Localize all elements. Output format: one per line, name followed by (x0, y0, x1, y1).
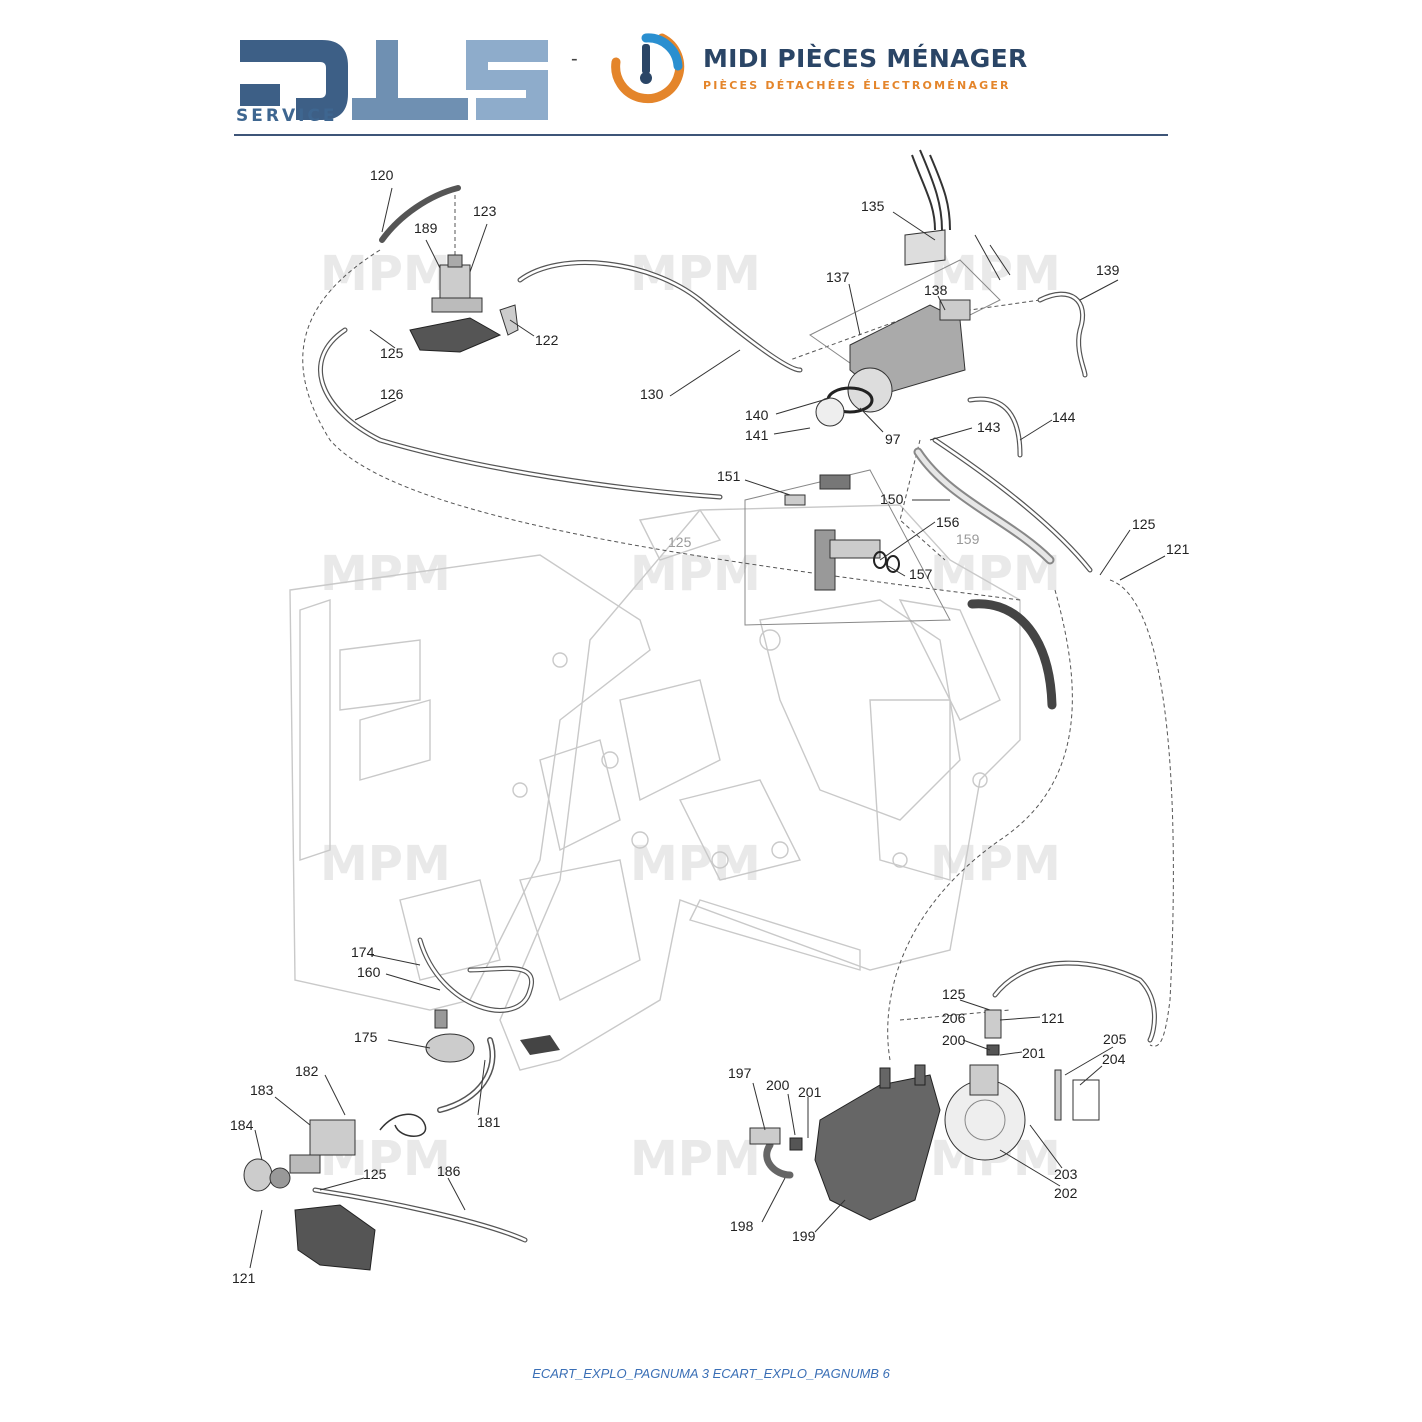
watermark-text: MPM (320, 546, 451, 602)
part-label: 160 (357, 964, 381, 980)
part-label: 121 (1166, 541, 1190, 557)
part-label: 203 (1054, 1166, 1078, 1182)
part-label: 120 (370, 167, 394, 183)
part-label: 141 (745, 427, 769, 443)
part-label: 125 (668, 534, 692, 550)
part-label: 199 (792, 1228, 816, 1244)
flow-meter-151 (744, 469, 951, 626)
part-label: 125 (380, 345, 404, 361)
part-label: 201 (798, 1084, 822, 1100)
part-label: 126 (380, 386, 404, 402)
part-label: 151 (717, 468, 741, 484)
watermark-text: MPM (930, 836, 1061, 892)
brand-separator: - (571, 48, 578, 70)
boiler-199 (814, 1064, 941, 1221)
machine-chassis (289, 504, 1021, 1071)
part-label: 130 (640, 386, 664, 402)
part-label: 137 (826, 269, 850, 285)
part-label: 123 (473, 203, 497, 219)
part-label: 204 (1102, 1051, 1126, 1067)
mpm-brand-title: MIDI PIÈCES MÉNAGER (703, 44, 1028, 73)
part-label: 182 (295, 1063, 319, 1079)
part-label: 150 (880, 491, 904, 507)
part-label: 121 (232, 1270, 256, 1286)
part-label: 184 (230, 1117, 254, 1133)
watermark-text: MPM (630, 1131, 761, 1187)
part-label: 175 (354, 1029, 378, 1045)
part-label: 122 (535, 332, 559, 348)
part-label: 143 (977, 419, 1001, 435)
part-label: 181 (477, 1114, 501, 1130)
drain-cap-184 (243, 1158, 291, 1192)
part-label: 140 (745, 407, 769, 423)
part-label: 189 (414, 220, 438, 236)
watermark-text: MPM (630, 836, 761, 892)
pressure-switch-175 (425, 1009, 560, 1063)
mpm-logo-icon (611, 33, 685, 104)
dls-service-label: SERVICE (236, 106, 338, 126)
watermark-text: MPM (320, 246, 451, 302)
part-label: 198 (730, 1218, 754, 1234)
part-label: 121 (1041, 1010, 1065, 1026)
fittings-197-206 (749, 1009, 1100, 1151)
part-label: 156 (936, 514, 960, 530)
electrical-connector-135 (904, 149, 1011, 321)
solenoid-valve-123 (431, 254, 483, 313)
part-label: 183 (250, 1082, 274, 1098)
part-label: 144 (1052, 409, 1076, 425)
part-label: 200 (942, 1032, 966, 1048)
part-label: 125 (1132, 516, 1156, 532)
hoses (312, 185, 1157, 1243)
part-label: 202 (1054, 1185, 1078, 1201)
part-label: 174 (351, 944, 375, 960)
watermark-text: MPM (320, 836, 451, 892)
valve-183 (289, 1113, 427, 1174)
pump-assembly-137 (809, 259, 1001, 427)
part-label: 201 (1022, 1045, 1046, 1061)
mpm-brand-subtitle: PIÈCES DÉTACHÉES ÉLECTROMÉNAGER (703, 79, 1011, 92)
part-label: 159 (956, 531, 980, 547)
watermark-text: MPM (930, 246, 1061, 302)
bracket-plate-123 (409, 317, 502, 353)
part-label: 97 (885, 431, 901, 447)
part-label: 138 (924, 282, 948, 298)
dls-logo-icon (240, 40, 548, 120)
part-label: 186 (437, 1163, 461, 1179)
part-label: 125 (363, 1166, 387, 1182)
part-label: 205 (1103, 1031, 1127, 1047)
part-labels: 120 123 189 122 125 126 130 135 137 138 139 140 141 9… (230, 167, 1190, 1286)
part-label: 200 (766, 1077, 790, 1093)
part-label: 206 (942, 1010, 966, 1026)
part-label: 157 (909, 566, 933, 582)
part-label: 197 (728, 1065, 752, 1081)
part-label: 125 (942, 986, 966, 1002)
part-label: 135 (861, 198, 885, 214)
bracket-186 (294, 1204, 376, 1271)
leader-lines (249, 187, 1166, 1269)
part-label: 139 (1096, 262, 1120, 278)
heating-element-202 (944, 1064, 1026, 1161)
page-footer: ECART_EXPLO_PAGNUMA 3 ECART_EXPLO_PAGNUM… (532, 1366, 890, 1381)
header-divider (234, 134, 1168, 136)
elbow-fitting-122 (499, 304, 519, 336)
watermark-text: MPM (630, 546, 761, 602)
